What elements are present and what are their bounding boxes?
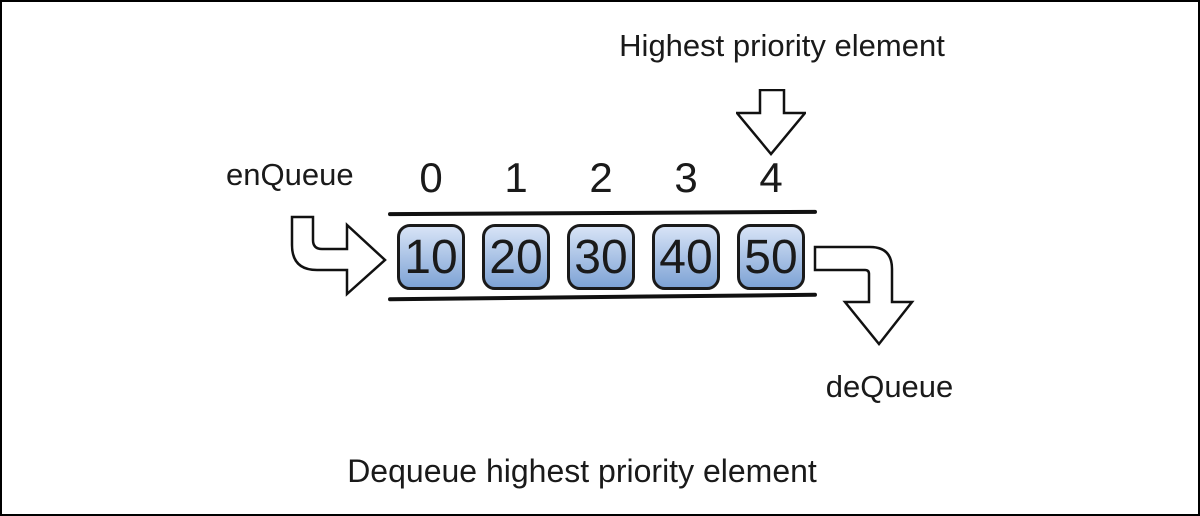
highest-priority-label: Highest priority element: [619, 28, 945, 63]
queue-cell: 20: [482, 224, 550, 290]
dequeue-arrow-icon: [813, 245, 915, 347]
queue-cell: 10: [397, 224, 465, 290]
queue-top-line: [387, 209, 818, 217]
index-label: 3: [674, 154, 698, 201]
dequeue-label: deQueue: [825, 369, 954, 404]
enqueue-label: enQueue: [226, 157, 354, 192]
queue-cell: 30: [567, 224, 635, 290]
queue-row: 10 20 30 40 50: [397, 224, 805, 290]
index-row: 0 1 2 3 4: [397, 154, 805, 201]
index-label: 2: [589, 154, 613, 201]
index-label: 1: [504, 154, 528, 201]
queue-cell: 50: [737, 224, 805, 290]
index-label: 4: [759, 154, 783, 201]
caption: Dequeue highest priority element: [347, 453, 817, 489]
queue-cell: 40: [652, 224, 720, 290]
queue-bottom-line: [387, 292, 818, 302]
index-label: 0: [419, 154, 443, 201]
down-arrow-icon: [736, 89, 806, 156]
enqueue-arrow-icon: [290, 215, 387, 297]
